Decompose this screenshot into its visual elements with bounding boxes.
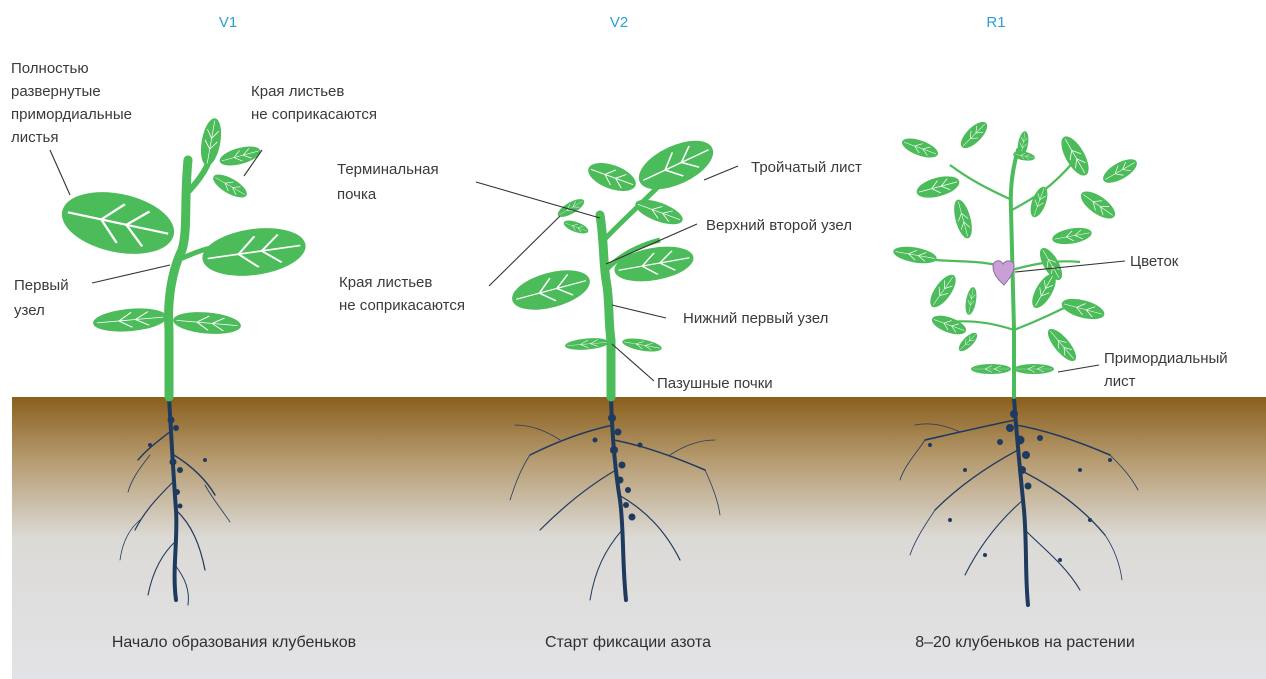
label-v2-upper-node: Верхний второй узел — [706, 217, 852, 234]
trifoliate-low-left-v2 — [508, 263, 594, 317]
leaflet-right-v1 — [218, 143, 263, 169]
unifoliate-right-v1 — [172, 310, 242, 337]
caption-v1: Начало образования клубеньков — [112, 634, 356, 651]
trifoliate-top-v2 — [632, 131, 721, 200]
stage-label-r1: R1 — [986, 14, 1005, 31]
label-r1-primordial-leaf: Примордиальный лист — [1104, 350, 1232, 390]
leaf-r1 — [957, 118, 992, 153]
leaf-r1 — [1051, 225, 1093, 247]
primordial-leaf-left-v1 — [56, 183, 180, 264]
leaf-r1 — [964, 286, 979, 315]
leaf-r1 — [1043, 325, 1080, 365]
leaf-r1 — [951, 198, 976, 240]
trifoliate-mid-v2 — [632, 195, 685, 230]
label-v1-first-node: Первый узел — [14, 277, 73, 319]
leaf-r1 — [971, 364, 1011, 374]
terminal-leaflet-low-v2 — [562, 218, 590, 236]
label-v2-axillary-buds: Пазушные почки — [657, 375, 773, 392]
leaf-r1 — [1056, 132, 1094, 179]
leaf-r1 — [1077, 186, 1120, 223]
leaflet-lower-v1 — [210, 170, 250, 202]
label-v2-trifoliate: Тройчатый лист — [751, 159, 862, 176]
label-v2-leaf-edges: Края листьев не соприкасаются — [339, 274, 465, 314]
label-v2-lower-node: Нижний первый узел — [683, 310, 828, 327]
trifoliate-low-right-v2 — [612, 241, 696, 287]
label-v1-leaf-edges: Края листьев не соприкасаются — [251, 83, 377, 123]
unifoliate-left-v1 — [92, 306, 168, 335]
leaf-r1 — [1014, 364, 1054, 374]
stage-label-v1: V1 — [219, 14, 237, 31]
leaf-r1 — [930, 312, 969, 338]
leaf-r1 — [900, 135, 941, 162]
caption-v2: Старт фиксации азота — [545, 634, 711, 651]
trifoliate-top-left-v2 — [584, 157, 639, 196]
leaf-r1 — [892, 244, 938, 266]
label-v2-terminal-bud: Терминальная почка — [337, 161, 443, 203]
stage-label-v2: V2 — [610, 14, 628, 31]
trifoliate-leaf-v1 — [199, 222, 308, 282]
leaf-r1 — [1027, 185, 1051, 220]
leaf-r1 — [1060, 295, 1107, 323]
leaf-r1 — [1100, 155, 1141, 188]
label-v1-primordial-leaves: Полностью развернутые примордиальные лис… — [11, 60, 136, 146]
leaf-r1 — [914, 172, 961, 201]
caption-r1: 8–20 клубеньков на растении — [915, 634, 1135, 651]
stem-v2 — [600, 215, 611, 397]
unifoliate-right-v2 — [621, 336, 662, 354]
unifoliate-left-v2 — [565, 337, 610, 352]
leaf-r1 — [925, 271, 960, 311]
label-r1-flower: Цветок — [1130, 253, 1179, 270]
